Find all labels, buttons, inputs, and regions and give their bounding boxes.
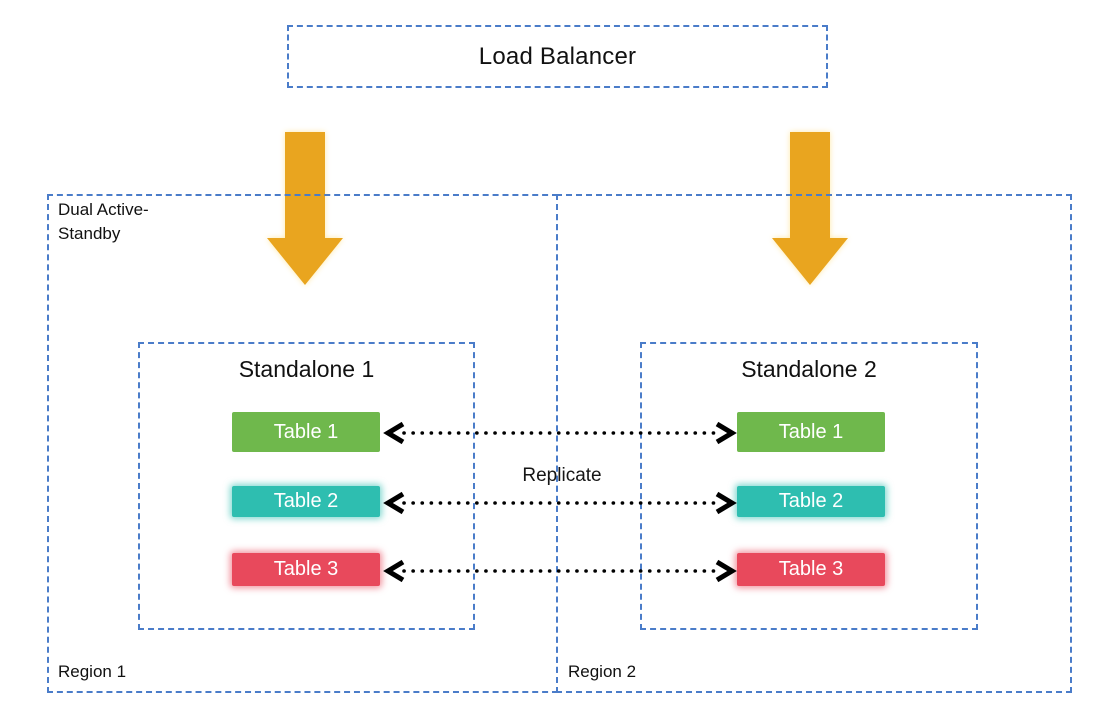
table-chip: Table 2	[232, 486, 380, 517]
down-arrow-icon	[267, 132, 343, 285]
mode-label: Dual Active-Standby	[58, 200, 149, 243]
standalone-1-box: Standalone 1	[138, 342, 475, 630]
region-2-label: Region 2	[568, 662, 637, 681]
table-chip: Table 3	[737, 553, 885, 586]
standalone-2-box: Standalone 2	[640, 342, 978, 630]
load-balancer-label: Load Balancer	[478, 42, 637, 70]
load-balancer-box: Load Balancer	[287, 25, 828, 88]
table-chip: Table 3	[232, 553, 380, 586]
table-chip: Table 2	[737, 486, 885, 517]
region-2-box	[556, 194, 1072, 693]
standalone-2-title: Standalone 2	[741, 356, 877, 382]
standalone-1-title: Standalone 1	[238, 356, 375, 382]
table-chip: Table 1	[232, 412, 380, 452]
replicate-label: Replicate	[522, 465, 602, 486]
table-chip: Table 1	[737, 412, 885, 452]
region-1-label: Region 1	[58, 662, 127, 681]
down-arrow-icon	[772, 132, 848, 285]
